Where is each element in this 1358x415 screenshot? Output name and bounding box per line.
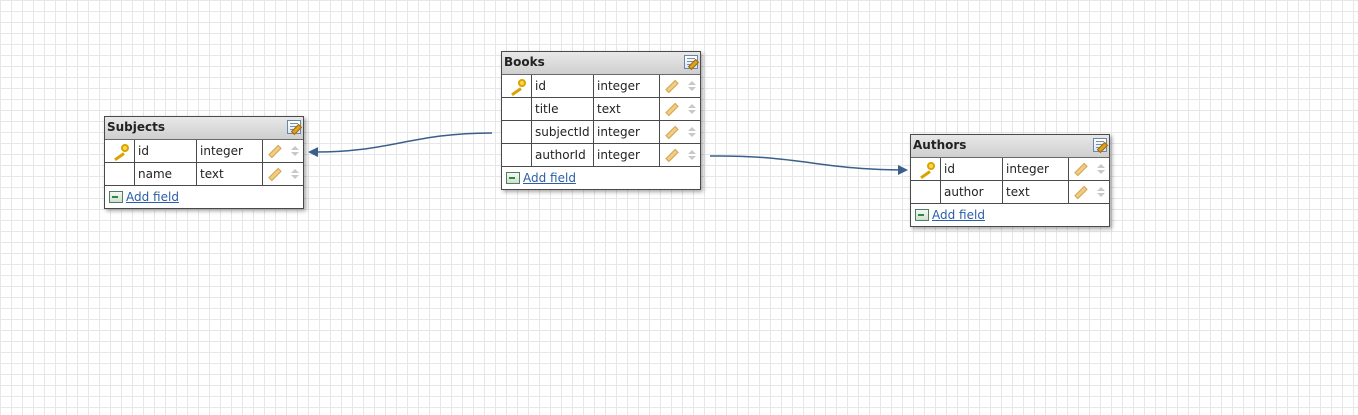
- field-name[interactable]: title: [532, 98, 594, 120]
- reorder-field-icon[interactable]: [290, 146, 299, 156]
- edit-field-icon[interactable]: [267, 167, 282, 181]
- field-actions: [660, 144, 700, 166]
- field-row[interactable]: name text: [105, 163, 303, 186]
- edit-table-icon[interactable]: [684, 55, 698, 69]
- table-header[interactable]: Subjects: [105, 117, 303, 140]
- field-name[interactable]: id: [941, 158, 1003, 180]
- field-actions: [660, 98, 700, 120]
- field-type[interactable]: integer: [594, 121, 660, 143]
- field-type[interactable]: integer: [594, 75, 660, 97]
- relation-books-authorid-to-authors-id[interactable]: [709, 155, 908, 175]
- reorder-field-icon[interactable]: [290, 169, 299, 179]
- table-title: Subjects: [107, 120, 166, 134]
- field-row[interactable]: authorId integer: [502, 144, 700, 167]
- add-field-link[interactable]: Add field: [932, 208, 985, 222]
- field-actions: [1069, 158, 1109, 180]
- reorder-field-icon[interactable]: [687, 150, 696, 160]
- field-row[interactable]: subjectId integer: [502, 121, 700, 144]
- reorder-field-icon[interactable]: [687, 104, 696, 114]
- primary-key-cell: [502, 121, 532, 143]
- add-field-row: Add field: [911, 204, 1109, 226]
- field-type[interactable]: text: [197, 163, 263, 185]
- primary-key-icon: [917, 162, 935, 180]
- field-name[interactable]: author: [941, 181, 1003, 203]
- primary-key-cell: [502, 98, 532, 120]
- edit-field-icon[interactable]: [664, 102, 679, 116]
- table-header[interactable]: Authors: [911, 135, 1109, 158]
- edit-field-icon[interactable]: [664, 125, 679, 139]
- field-actions: [1069, 181, 1109, 203]
- field-row[interactable]: id integer: [502, 75, 700, 98]
- field-type[interactable]: text: [1003, 181, 1069, 203]
- edit-table-icon[interactable]: [287, 120, 301, 134]
- add-field-link[interactable]: Add field: [126, 190, 179, 204]
- field-name[interactable]: authorId: [532, 144, 594, 166]
- field-type[interactable]: text: [594, 98, 660, 120]
- table-books[interactable]: Books id integer title text subj: [501, 51, 701, 190]
- add-field-icon[interactable]: [915, 209, 929, 221]
- table-authors[interactable]: Authors id integer author text A: [910, 134, 1110, 227]
- field-actions: [660, 121, 700, 143]
- add-field-row: Add field: [105, 186, 303, 208]
- field-row[interactable]: id integer: [105, 140, 303, 163]
- field-name[interactable]: subjectId: [532, 121, 594, 143]
- field-actions: [660, 75, 700, 97]
- primary-key-cell: [911, 181, 941, 203]
- edit-field-icon[interactable]: [1073, 185, 1088, 199]
- field-name[interactable]: name: [135, 163, 197, 185]
- table-header[interactable]: Books: [502, 52, 700, 75]
- add-field-link[interactable]: Add field: [523, 171, 576, 185]
- table-title: Authors: [913, 138, 967, 152]
- table-subjects[interactable]: Subjects id integer name text Ad: [104, 116, 304, 209]
- field-type[interactable]: integer: [1003, 158, 1069, 180]
- primary-key-cell: [502, 144, 532, 166]
- primary-key-icon: [111, 144, 129, 162]
- primary-key-icon: [508, 79, 526, 97]
- primary-key-cell: [105, 140, 135, 162]
- edit-field-icon[interactable]: [267, 144, 282, 158]
- field-actions: [263, 163, 303, 185]
- edit-table-icon[interactable]: [1093, 138, 1107, 152]
- primary-key-cell: [105, 163, 135, 185]
- field-type[interactable]: integer: [594, 144, 660, 166]
- reorder-field-icon[interactable]: [1096, 164, 1105, 174]
- reorder-field-icon[interactable]: [687, 127, 696, 137]
- reorder-field-icon[interactable]: [687, 81, 696, 91]
- table-title: Books: [504, 55, 545, 69]
- primary-key-cell: [911, 158, 941, 180]
- field-actions: [263, 140, 303, 162]
- edit-field-icon[interactable]: [664, 79, 679, 93]
- edit-field-icon[interactable]: [1073, 162, 1088, 176]
- field-row[interactable]: author text: [911, 181, 1109, 204]
- field-name[interactable]: id: [135, 140, 197, 162]
- field-type[interactable]: integer: [197, 140, 263, 162]
- add-field-row: Add field: [502, 167, 700, 189]
- reorder-field-icon[interactable]: [1096, 187, 1105, 197]
- primary-key-cell: [502, 75, 532, 97]
- add-field-icon[interactable]: [506, 172, 520, 184]
- add-field-icon[interactable]: [109, 191, 123, 203]
- edit-field-icon[interactable]: [664, 148, 679, 162]
- relation-books-subjectid-to-subjects-id[interactable]: [308, 132, 493, 158]
- field-row[interactable]: id integer: [911, 158, 1109, 181]
- field-name[interactable]: id: [532, 75, 594, 97]
- field-row[interactable]: title text: [502, 98, 700, 121]
